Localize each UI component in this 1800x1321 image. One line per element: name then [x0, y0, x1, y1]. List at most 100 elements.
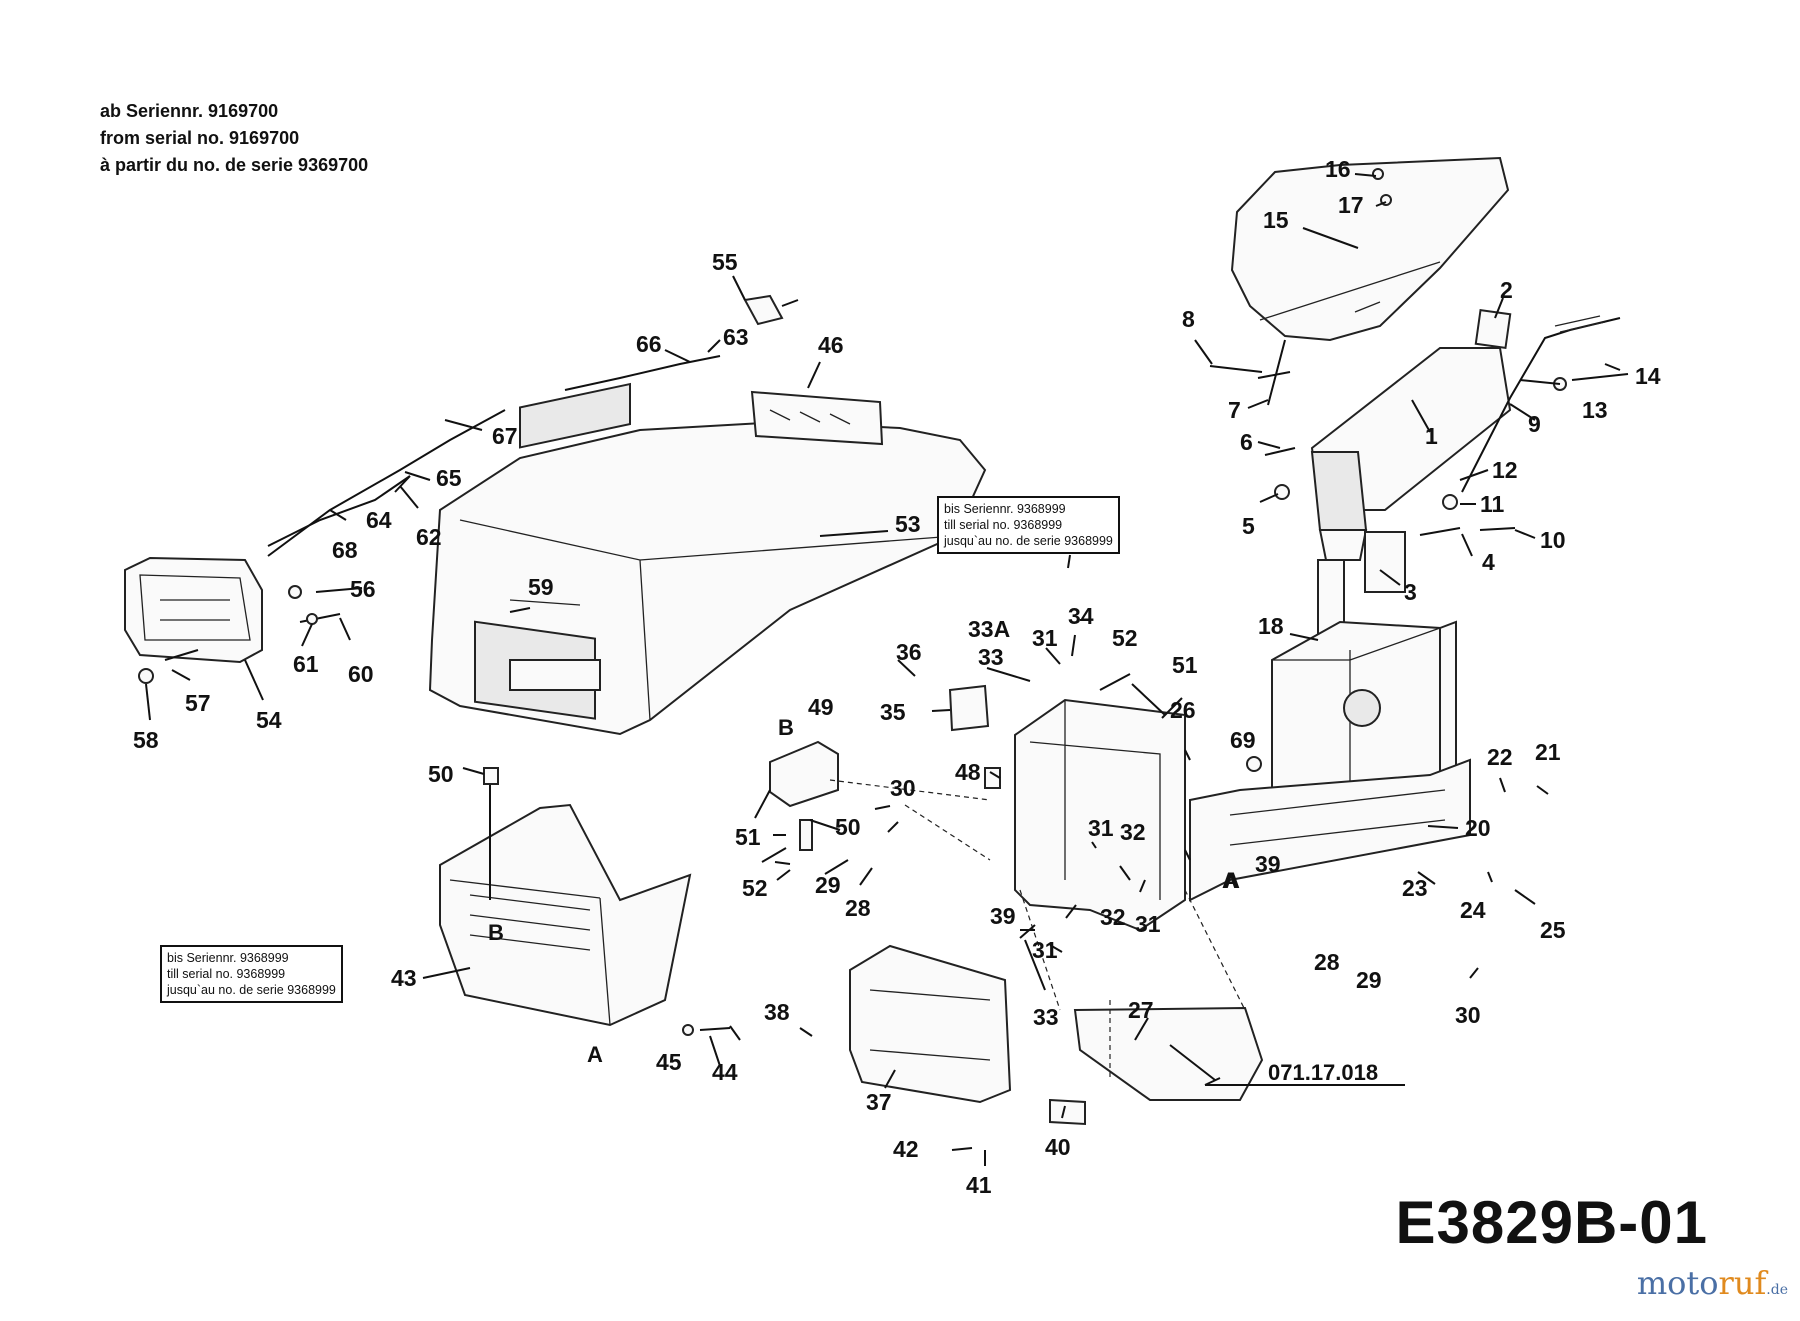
- label-65: 65: [436, 465, 462, 491]
- label-25: 25: [1540, 917, 1566, 943]
- label-39-right: 39: [1255, 851, 1281, 877]
- label-1: 1: [1425, 423, 1438, 449]
- serial-note-fr: à partir du no. de serie 9369700: [100, 155, 369, 175]
- label-2: 2: [1500, 277, 1513, 303]
- label-ref-a-low: A: [587, 1042, 603, 1067]
- serial-box-cover-fr: jusqu`au no. de serie 9368999: [167, 983, 336, 997]
- label-15: 15: [1263, 207, 1289, 233]
- label-26: 26: [1170, 697, 1196, 723]
- label-58: 58: [133, 727, 159, 753]
- serial-box-hood-en: till serial no. 9368999: [944, 518, 1063, 532]
- label-27: 27: [1128, 997, 1154, 1023]
- part-15-column-cover: [1230, 156, 1510, 342]
- serial-note: ab Seriennr. 9169700 from serial no. 916…: [100, 98, 368, 179]
- part-2-plate: [1474, 308, 1512, 350]
- part-46-decal: [750, 390, 884, 446]
- part-43-front-cover: [439, 803, 692, 1027]
- label-52-mid: 52: [742, 875, 768, 901]
- frame-assembly: [769, 684, 1471, 1126]
- label-67: 67: [492, 423, 518, 449]
- label-8: 8: [1182, 306, 1195, 332]
- label-24: 24: [1460, 897, 1486, 923]
- label-52-top: 52: [1112, 625, 1138, 651]
- label-28-mid: 28: [845, 895, 871, 921]
- part-labels: 16 17 15 2 8 14 7 13 9 1 6 12 11 5 10 4 …: [133, 156, 1661, 1198]
- label-38: 38: [764, 999, 790, 1025]
- part-11-nut: [1442, 494, 1458, 510]
- label-69: 69: [1230, 727, 1256, 753]
- label-9: 9: [1528, 411, 1541, 437]
- watermark-part-a: moto: [1636, 1264, 1719, 1302]
- label-33a: 33A: [968, 616, 1010, 642]
- label-5: 5: [1242, 513, 1255, 539]
- part-48-bushing: [984, 767, 1001, 789]
- part-69-nut: [1246, 756, 1262, 772]
- serial-box-hood-fr: jusqu`au no. de serie 9368999: [944, 534, 1113, 548]
- label-31-lower: 31: [1032, 937, 1058, 963]
- part-8-bolt: [1209, 365, 1263, 373]
- label-17: 17: [1338, 192, 1364, 218]
- serial-note-en: from serial no. 9169700: [100, 128, 300, 148]
- leader-lines: [145, 173, 1629, 1166]
- serial-box-cover-en: till serial no. 9368999: [167, 967, 286, 981]
- part-14-spring: [1554, 315, 1606, 333]
- label-56: 56: [350, 576, 376, 602]
- label-43: 43: [391, 965, 417, 991]
- label-50-low: 50: [428, 761, 454, 787]
- label-18: 18: [1258, 613, 1284, 639]
- part-18-column-lower: [1318, 529, 1368, 561]
- label-36: 36: [896, 639, 922, 665]
- label-29-mid: 29: [815, 872, 841, 898]
- label-16: 16: [1325, 156, 1351, 182]
- label-12: 12: [1492, 457, 1518, 483]
- label-37: 37: [866, 1089, 892, 1115]
- part-66-cable: [564, 355, 721, 391]
- label-50-mid: 50: [835, 814, 861, 840]
- label-14: 14: [1635, 363, 1661, 389]
- serial-note-de: ab Seriennr. 9169700: [100, 101, 279, 121]
- part-40-pin: [1049, 1098, 1086, 1126]
- label-64: 64: [366, 507, 392, 533]
- label-33-top: 33: [978, 644, 1004, 670]
- part-51-pin: [799, 819, 813, 851]
- part-16-screw: [1372, 168, 1384, 180]
- label-44: 44: [712, 1059, 738, 1085]
- label-55: 55: [712, 249, 738, 275]
- serial-box-hood-de: bis Seriennr. 9368999: [944, 502, 1066, 516]
- label-54: 54: [256, 707, 282, 733]
- part-49-bracket: [769, 740, 839, 808]
- label-7: 7: [1228, 397, 1241, 423]
- label-60: 60: [348, 661, 374, 687]
- label-11: 11: [1480, 491, 1505, 517]
- label-ref-b-top: B: [778, 715, 794, 740]
- label-31-low: 31: [1135, 911, 1161, 937]
- label-ref-a-right: A: [1224, 868, 1240, 893]
- label-4: 4: [1482, 549, 1495, 575]
- label-39-mid: 39: [990, 903, 1016, 929]
- label-51-top: 51: [1172, 652, 1198, 678]
- label-62: 62: [416, 524, 442, 550]
- label-22: 22: [1487, 744, 1513, 770]
- part-5-nut: [1274, 484, 1290, 500]
- part-68-cable: [267, 475, 411, 547]
- part-54-headlight: [124, 556, 263, 664]
- label-30-mid: 30: [890, 775, 916, 801]
- label-51-mid: 51: [735, 824, 761, 850]
- label-40: 40: [1045, 1134, 1071, 1160]
- label-ref-reference-part: 071.17.018: [1268, 1060, 1378, 1085]
- steering-column-assembly: [1209, 156, 1621, 801]
- label-32-mid: 32: [1120, 819, 1146, 845]
- part-3-bracket: [1364, 531, 1406, 593]
- label-61: 61: [293, 651, 319, 677]
- label-53: 53: [895, 511, 921, 537]
- label-10: 10: [1540, 527, 1566, 553]
- front-cover-assembly: [439, 767, 731, 1036]
- label-63: 63: [723, 324, 749, 350]
- watermark-suffix: .de: [1766, 1282, 1788, 1298]
- label-68: 68: [332, 537, 358, 563]
- label-28-right: 28: [1314, 949, 1340, 975]
- label-57: 57: [185, 690, 211, 716]
- label-41: 41: [966, 1172, 992, 1198]
- label-42: 42: [893, 1136, 919, 1162]
- label-49: 49: [808, 694, 834, 720]
